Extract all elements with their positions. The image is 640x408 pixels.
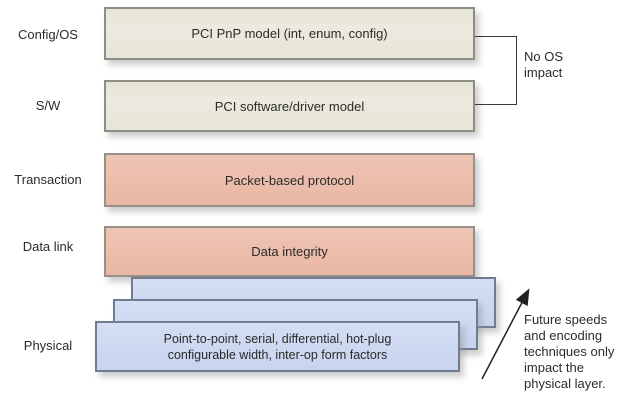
sw-box: PCI software/driver model [104,80,475,132]
no-os-impact-note: No OS impact [524,49,564,80]
data-link-box: Data integrity [104,226,475,277]
no-os-impact-bracket [475,36,517,105]
layer-label-physical: Physical [23,338,73,353]
layer-label-data-link: Data link [22,239,74,254]
layer-label-transaction: Transaction [14,172,82,187]
future-speeds-note: Future speeds and encoding techniques on… [524,312,615,391]
transaction-box: Packet-based protocol [104,153,475,207]
future-speeds-arrow-icon [481,288,530,380]
physical-box-front: Point-to-point, serial, differential, ho… [95,321,460,372]
layer-label-config-os: Config/OS [18,27,78,42]
layer-label-sw: S/W [35,98,61,113]
config-os-box: PCI PnP model (int, enum, config) [104,7,475,60]
